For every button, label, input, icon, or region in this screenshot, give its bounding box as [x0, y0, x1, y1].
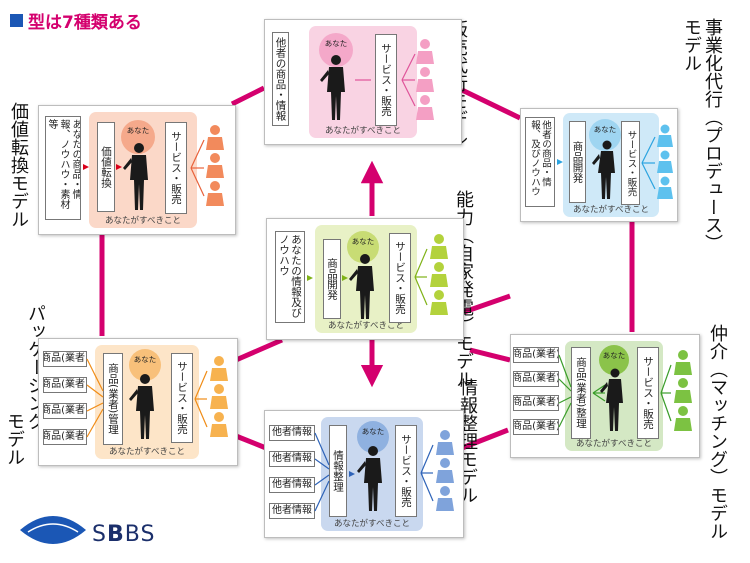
service-sales-box: サービス・販売 — [621, 121, 640, 205]
logo-wordmark: SBBS — [92, 522, 156, 547]
service-sales-box: サービス・販売 — [389, 233, 411, 323]
flow-arrows-and-people — [86, 356, 228, 439]
businessman-icon — [600, 368, 623, 431]
panel-jigyoka-daiko: あなたがすべきこと 他者の商品・情報、及びノウハウ 商品開発 あなた サービス・… — [520, 108, 678, 222]
input-box: 商品(業者) — [43, 377, 87, 393]
action-box: 商品(業者)整理 — [571, 347, 591, 439]
businessman-icon — [349, 254, 374, 319]
action-box: 商品開発 — [323, 239, 341, 319]
service-sales-box: サービス・販売 — [637, 347, 659, 439]
action-box: 商品(業者)管理 — [103, 353, 123, 445]
label-kachi-tenkan: 価値転換モデル — [8, 102, 29, 228]
input-box: 商品(業者) — [513, 395, 559, 411]
input-box: 商品(業者) — [43, 403, 87, 419]
input-box: あなたの情報及びノウハウ — [275, 231, 305, 323]
service-sales-box: サービス・販売 — [395, 425, 417, 517]
action-box: 価値転換 — [97, 122, 115, 212]
input-box: 他者の商品・情報、及びノウハウ — [525, 117, 555, 207]
input-box: あなたの商品・情報、ノウハウ・素材等 — [45, 116, 81, 220]
flow-arrows-and-people — [558, 350, 692, 431]
panel-package: あなたがすべきこと 商品(業者) 商品(業者) 商品(業者) 商品(業者) 商品… — [38, 338, 238, 466]
input-box: 商品(業者) — [43, 429, 87, 445]
customer-icons — [436, 430, 454, 511]
businessman-icon — [357, 446, 382, 511]
diagram-title: 型は7種類ある — [10, 8, 142, 33]
service-sales-box: サービス・販売 — [165, 122, 187, 214]
input-box: 他者情報 — [269, 451, 315, 467]
label-chukai: 仲介（マッチング）モデル — [707, 324, 728, 540]
input-box: 商品(業者) — [43, 351, 87, 367]
panel-noryoku: あなたがすべきこと あなたの情報及びノウハウ 商品開発 あなた サービス・販売 — [266, 218, 464, 340]
service-sales-box: サービス・販売 — [171, 353, 193, 443]
panel-kachi-tenkan: あなたがすべきこと あなたの商品・情報、ノウハウ・素材等 価値転換 あなた サー… — [38, 105, 236, 235]
flow-arrows-and-people — [314, 430, 454, 512]
label-jigyoka-daiko: 事業化代行（プロデュース） モデル — [681, 18, 723, 252]
input-box: 他者情報 — [269, 425, 315, 441]
input-box: 他者の商品・情報 — [272, 32, 289, 126]
action-box: 情報整理 — [329, 425, 347, 517]
customer-icons — [206, 125, 224, 206]
customer-icons — [416, 39, 434, 120]
flow-arrows-and-people — [307, 234, 448, 319]
flow-arrows-and-people — [83, 125, 224, 210]
input-box: 商品(業者) — [513, 347, 559, 363]
businessman-icon — [592, 140, 615, 199]
input-box: 商品(業者) — [513, 371, 559, 387]
businessman-icon — [123, 143, 148, 210]
customer-icons — [430, 234, 448, 315]
input-box: 他者情報 — [269, 477, 315, 493]
panel-chukai: あなたがすべきこと 商品(業者) 商品(業者) 商品(業者) 商品(業者) 商品… — [510, 334, 700, 458]
customer-icons — [674, 350, 692, 431]
businessman-icon — [320, 55, 345, 120]
customer-icons — [210, 356, 228, 437]
service-sales-box: サービス・販売 — [375, 34, 397, 126]
eye-shaped-logo-icon — [20, 516, 86, 544]
action-box: 商品開発 — [569, 121, 586, 203]
flow-arrows-and-people — [557, 124, 673, 199]
title-square-icon — [10, 14, 23, 27]
customer-icons — [657, 124, 673, 199]
panel-joho-seiri: あなたがすべきこと 他者情報 他者情報 他者情報 他者情報 情報整理 あなた サ… — [264, 410, 464, 538]
you-circle: あなた — [599, 345, 629, 375]
input-box: 商品(業者) — [513, 419, 559, 435]
businessman-icon — [129, 374, 154, 439]
panel-hanbai-daiko: あなたがすべきこと 他者の商品・情報 あなた サービス・販売 — [264, 19, 462, 145]
input-box: 他者情報 — [269, 503, 315, 519]
flow-arrows-and-people — [320, 39, 434, 120]
